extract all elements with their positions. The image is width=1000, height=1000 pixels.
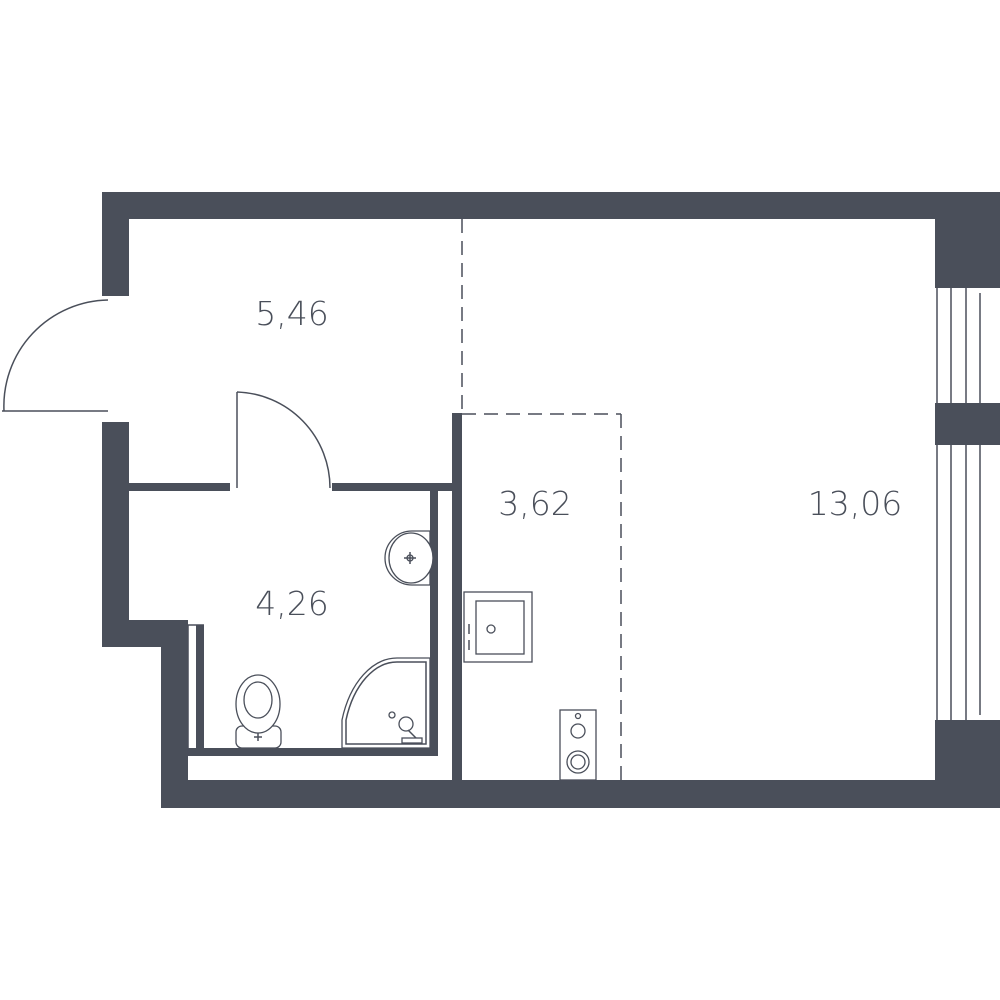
wall-left-upper (102, 192, 129, 296)
exterior-walls (102, 192, 1000, 808)
kitchen-sink-icon (463, 591, 533, 663)
wall-right-bottom (935, 720, 1000, 808)
bathroom-area-label: 4,26 (255, 584, 328, 623)
wall-right-top (935, 192, 1000, 288)
wall-bottom (161, 780, 937, 808)
wall-left-bottom (161, 620, 188, 808)
wall-bath-right (430, 491, 438, 756)
zone-boundaries (461, 219, 622, 780)
wall-partition (452, 413, 462, 780)
kitchen-area-label: 3,62 (498, 484, 571, 523)
wall-bath-top-left (129, 483, 230, 491)
sink-icon (384, 530, 434, 586)
window-icon (936, 288, 981, 720)
living-area-label: 13,06 (808, 484, 902, 523)
stove-icon (559, 709, 597, 781)
wall-right-middle (935, 403, 1000, 445)
bathroom-door-icon (236, 391, 331, 489)
interior-walls (129, 413, 462, 780)
wall-bath-left (196, 625, 204, 756)
wall-left-lower (102, 422, 129, 647)
shower-icon (341, 657, 431, 749)
wall-top (102, 192, 1000, 219)
wall-bath-top-right (332, 483, 460, 491)
wall-bath-bottom (188, 748, 438, 756)
hall-area-label: 5,46 (255, 294, 328, 333)
toilet-icon (235, 674, 282, 749)
door-swing-icon (2, 299, 109, 412)
